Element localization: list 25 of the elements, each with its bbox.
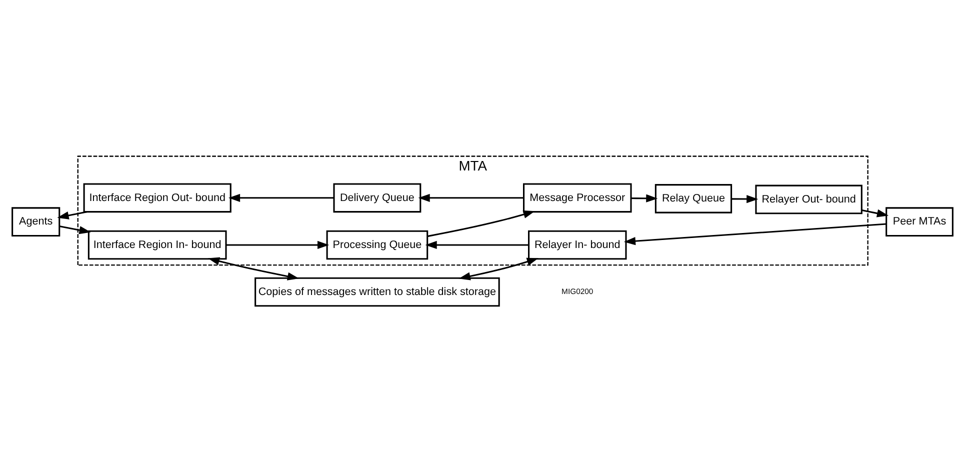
node-box: Delivery Queue <box>333 183 422 213</box>
label: MIG0200 <box>562 286 594 296</box>
arrow <box>427 210 535 238</box>
arrow <box>208 257 300 280</box>
node-box: Relay Queue <box>654 184 732 214</box>
arrow <box>59 225 91 234</box>
node-box: Relayer In- bound <box>528 230 627 260</box>
arrow <box>425 240 529 250</box>
node-box: Copies of messages written to stable disk storage <box>254 277 500 307</box>
node-box: Relayer Out- bound <box>755 184 862 214</box>
node-box: Interface Region Out- bound <box>83 183 232 213</box>
arrow <box>732 194 758 204</box>
node-box: Agents <box>12 207 60 236</box>
arrow <box>631 194 658 202</box>
arrow <box>458 258 538 280</box>
node-box: Peer MTAs <box>886 207 954 236</box>
arrow <box>228 194 334 202</box>
node-box: Interface Region In- bound <box>88 230 227 260</box>
arrow <box>57 211 87 220</box>
arrow <box>862 209 889 218</box>
arrow <box>226 240 330 250</box>
node-box: Processing Queue <box>326 230 428 260</box>
node-box: Message Processor <box>523 183 632 213</box>
arrow <box>624 223 886 246</box>
arrow <box>418 194 524 202</box>
